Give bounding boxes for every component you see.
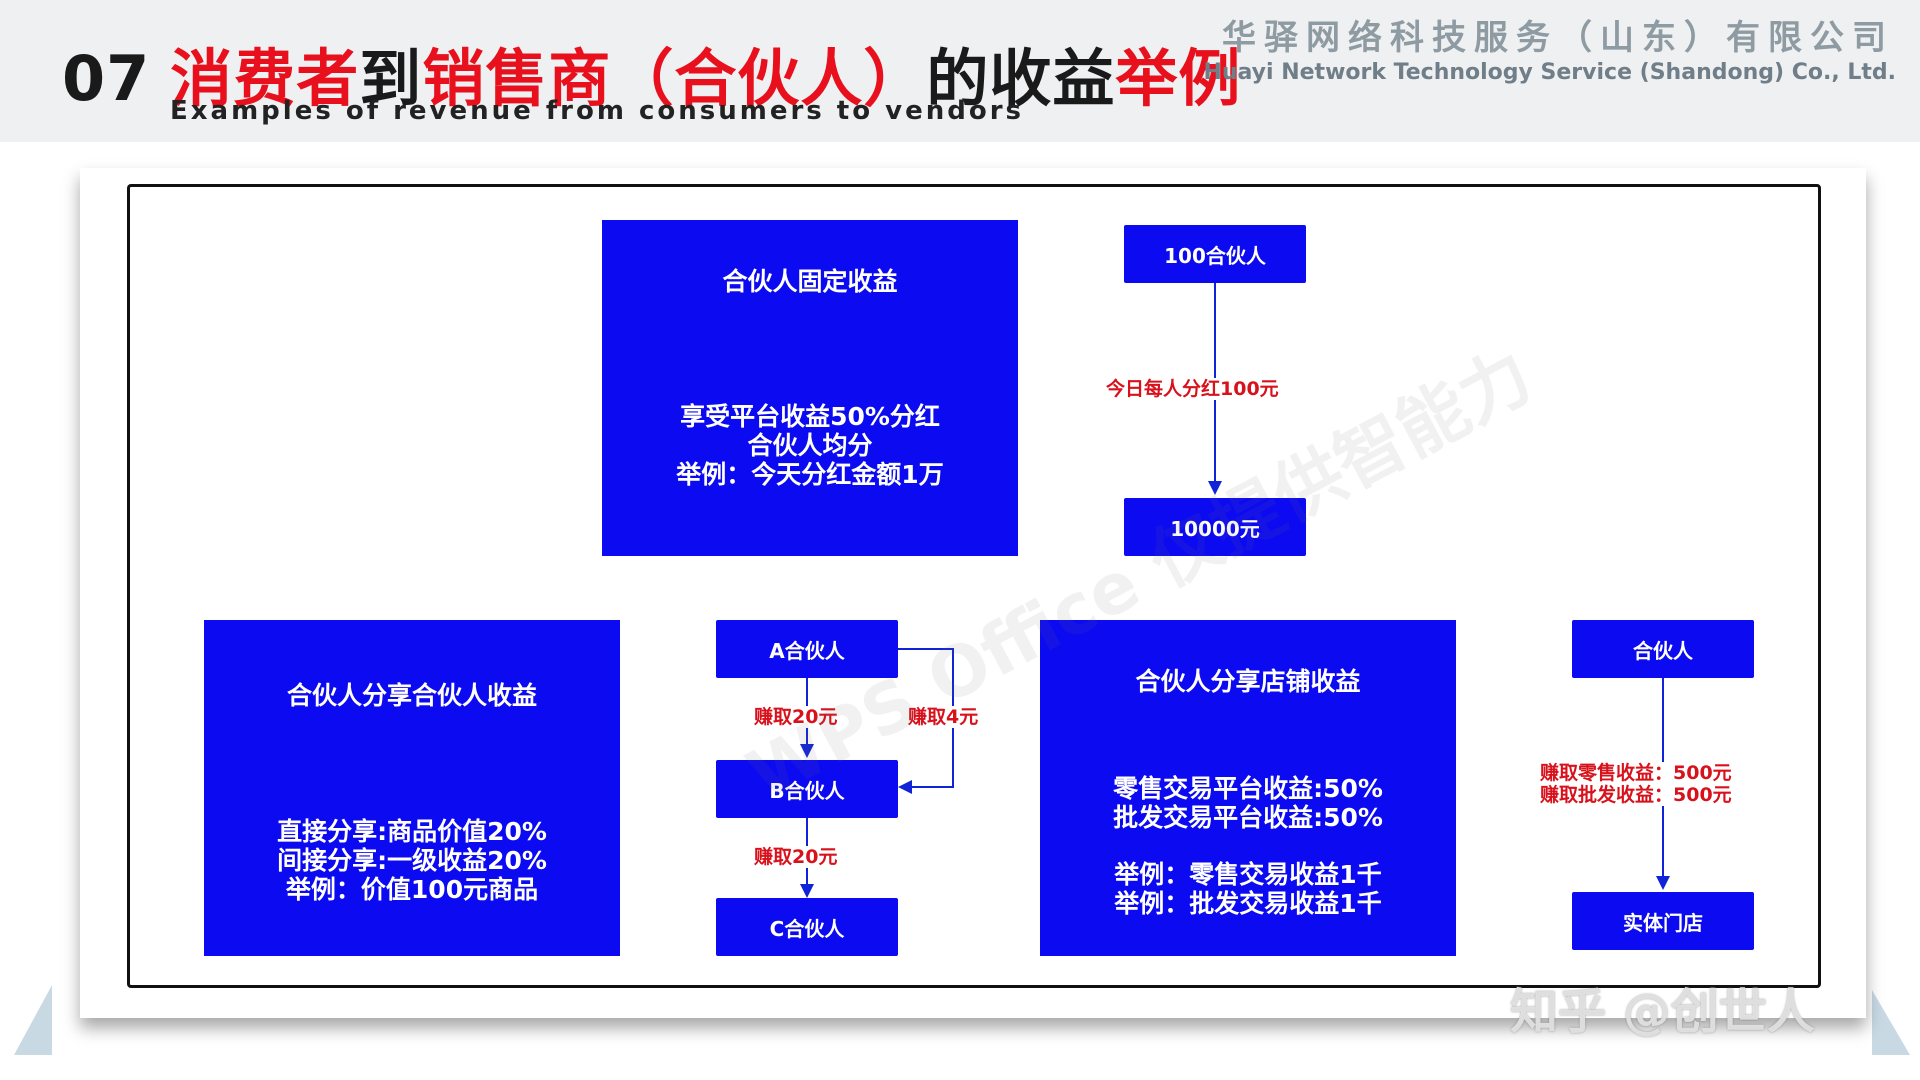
node-physical-store: 实体门店 (1572, 892, 1754, 950)
label-retail-earn: 赚取零售收益：500元 (1540, 762, 1732, 784)
company-name-cn: 华驿网络科技服务（山东）有限公司 (1222, 18, 1894, 58)
store-share-example-2: 举例：批发交易收益1千 (1114, 889, 1382, 918)
arrow-head-side (898, 780, 912, 794)
side-line-top (898, 648, 954, 650)
title-part-revenue: 的收益 (926, 42, 1116, 115)
page-title: 07 消费者到销售商（合伙人）的收益举例 (62, 28, 1241, 118)
node-10000-yuan: 10000元 (1124, 498, 1306, 556)
node-partner-c: C合伙人 (716, 898, 898, 956)
partner-share-title: 合伙人分享合伙人收益 (286, 681, 537, 710)
node-partner-a: A合伙人 (716, 620, 898, 678)
arrow-head-a-b (800, 744, 814, 758)
partner-share-line-1: 直接分享:商品价值20% (277, 817, 547, 846)
title-part-vendor: 销售商（合伙人） (422, 42, 927, 115)
corner-decoration-left (14, 985, 52, 1055)
company-name-en: Huayi Network Technology Service (Shando… (1203, 60, 1896, 85)
label-wholesale-earn: 赚取批发收益：500元 (1540, 784, 1732, 806)
title-part-example: 举例 (1115, 42, 1242, 115)
label-a-b-side-earn: 赚取4元 (908, 706, 979, 728)
arrow-head-b-c (800, 884, 814, 898)
arrow-head-fixed (1208, 481, 1222, 495)
node-partner: 合伙人 (1572, 620, 1754, 678)
page-subtitle: Examples of revenue from consumers to ve… (170, 96, 1025, 126)
fixed-income-title: 合伙人固定收益 (722, 267, 898, 296)
label-b-c-earn: 赚取20元 (754, 846, 838, 868)
fixed-income-box: 合伙人固定收益 享受平台收益50%分红 合伙人均分 举例：今天分红金额1万 (602, 220, 1018, 556)
node-100-partners: 100合伙人 (1124, 225, 1306, 283)
store-share-title: 合伙人分享店铺收益 (1135, 667, 1361, 696)
store-share-example-1: 举例：零售交易收益1千 (1114, 860, 1382, 889)
corner-decoration-right (1872, 990, 1910, 1055)
header-bar: 07 消费者到销售商（合伙人）的收益举例 Examples of revenue … (0, 0, 1920, 142)
section-number: 07 (62, 42, 151, 115)
fixed-income-line-3: 举例：今天分红金额1万 (676, 460, 944, 489)
arrow-head-store (1656, 876, 1670, 890)
partner-share-line-3: 举例：价值100元商品 (285, 875, 539, 904)
zhihu-watermark: 知乎 @创世人 (1510, 984, 1815, 1040)
node-partner-b: B合伙人 (716, 760, 898, 818)
store-share-line-2: 批发交易平台收益:50% (1113, 803, 1383, 832)
title-part-to: 到 (359, 42, 423, 115)
store-share-line-1: 零售交易平台收益:50% (1113, 774, 1383, 803)
fixed-income-line-2: 合伙人均分 (747, 431, 873, 460)
partner-share-line-2: 间接分享:一级收益20% (277, 846, 547, 875)
partner-share-box: 合伙人分享合伙人收益 直接分享:商品价值20% 间接分享:一级收益20% 举例：… (204, 620, 620, 956)
label-daily-dividend: 今日每人分红100元 (1106, 378, 1279, 400)
label-a-b-earn: 赚取20元 (754, 706, 838, 728)
fixed-income-line-1: 享受平台收益50%分红 (680, 402, 940, 431)
side-line-bottom (912, 786, 954, 788)
store-share-box: 合伙人分享店铺收益 零售交易平台收益:50% 批发交易平台收益:50% 举例：零… (1040, 620, 1456, 956)
title-part-consumer: 消费者 (170, 42, 360, 115)
